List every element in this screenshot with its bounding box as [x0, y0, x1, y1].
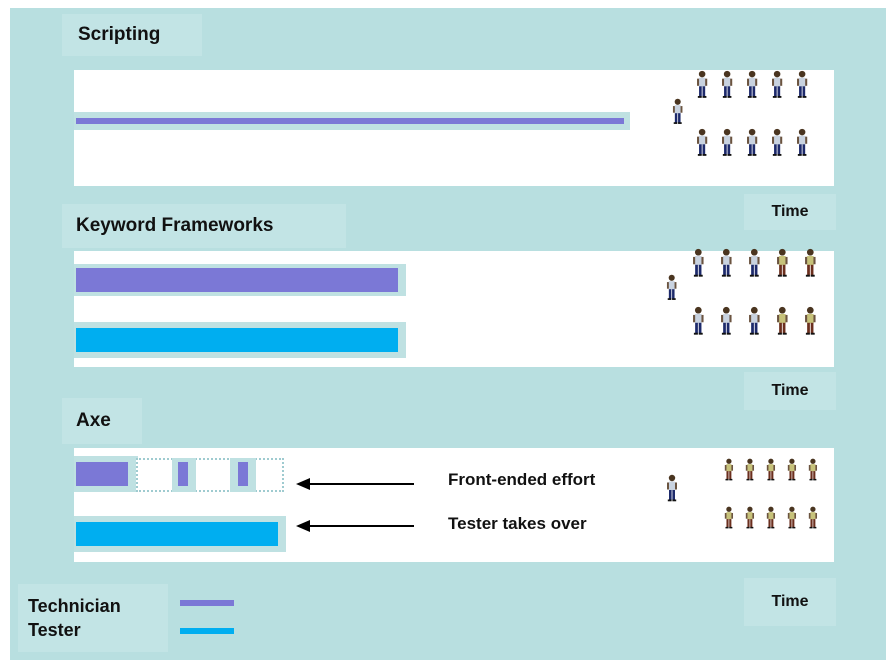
technician-icon	[697, 70, 708, 98]
technician-icon	[797, 70, 808, 98]
front-ended-arrowhead	[296, 478, 310, 490]
scripting-technician-bar	[76, 118, 624, 124]
tester-icon	[777, 248, 788, 277]
technician-icon	[693, 306, 704, 335]
technician-icon	[697, 128, 708, 156]
tester-icon	[724, 458, 734, 481]
time-label-keyword-text: Time	[771, 382, 809, 399]
tester-icon	[766, 506, 776, 529]
time-label-scripting: Time	[744, 194, 836, 230]
axe-dotted-effort-region	[136, 458, 284, 492]
keyword-technician-bar	[76, 268, 398, 292]
axe-technician-bar-main	[76, 462, 128, 486]
tester-icon	[808, 506, 818, 529]
technician-icon	[797, 128, 808, 156]
technician-icon	[722, 70, 733, 98]
axe-arrows	[296, 478, 414, 532]
tester-icon	[808, 458, 818, 481]
technician-icon	[693, 248, 704, 277]
technician-icon	[722, 128, 733, 156]
legend-technician-swatch	[180, 600, 234, 606]
axe-people-group	[667, 458, 818, 529]
tester-icon	[745, 458, 755, 481]
tester-icon	[745, 506, 755, 529]
axe-technician-bar-small-2	[238, 462, 248, 486]
section-title-scripting: Scripting	[62, 14, 202, 56]
section-title-axe: Axe	[62, 398, 142, 444]
technician-icon	[721, 306, 732, 335]
technician-icon	[749, 306, 760, 335]
section-title-keyword-frameworks-text: Keyword Frameworks	[76, 215, 274, 236]
technician-icon	[666, 274, 677, 300]
tester-icon	[766, 458, 776, 481]
tester-icon	[787, 506, 797, 529]
tester-arrowhead	[296, 520, 310, 532]
legend-technician-label: Technician	[28, 596, 121, 616]
keyword-tester-bar	[76, 328, 398, 352]
time-label-scripting-text: Time	[771, 203, 809, 220]
tester-icon	[777, 306, 788, 335]
legend-tester-label: Tester	[28, 620, 81, 640]
tester-icon	[805, 248, 816, 277]
axe-technician-bar-small-1	[178, 462, 188, 486]
annotation-tester-takes-over: Tester takes over	[448, 514, 587, 533]
technician-icon	[772, 128, 783, 156]
keyword-people-group	[666, 248, 816, 335]
tester-icon	[787, 458, 797, 481]
annotation-front-ended: Front-ended effort	[448, 470, 596, 489]
tester-icon	[724, 506, 734, 529]
technician-icon	[747, 128, 758, 156]
legend-tester-swatch	[180, 628, 234, 634]
technician-icon	[747, 70, 758, 98]
axe-tester-bar	[76, 522, 278, 546]
legend-box: Technician Tester	[18, 584, 168, 652]
section-title-keyword-frameworks: Keyword Frameworks	[62, 204, 346, 248]
time-label-keyword: Time	[744, 372, 836, 410]
technician-icon	[772, 70, 783, 98]
time-label-axe-text: Time	[771, 593, 809, 610]
technician-icon	[672, 98, 683, 124]
scripting-people-group	[672, 70, 808, 156]
time-label-axe: Time	[744, 578, 836, 626]
section-title-axe-text: Axe	[76, 410, 111, 431]
technician-icon	[721, 248, 732, 277]
tester-icon	[805, 306, 816, 335]
technician-icon	[749, 248, 760, 277]
section-title-scripting-text: Scripting	[78, 24, 161, 45]
technician-icon	[667, 474, 677, 502]
